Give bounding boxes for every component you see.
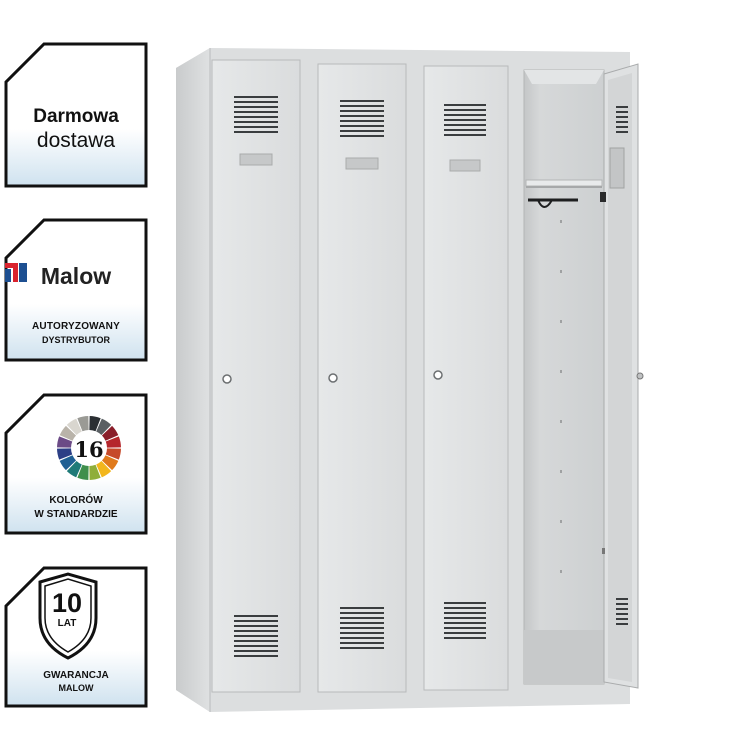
name-plate (345, 157, 379, 170)
malow-logo-icon (5, 263, 27, 282)
color-swatch (101, 455, 119, 471)
color-swatch (96, 460, 112, 478)
door-lock[interactable] (433, 370, 443, 380)
color-swatch (66, 460, 82, 478)
shield-icon (38, 572, 98, 660)
door-lock[interactable] (328, 373, 338, 383)
open-compartment (523, 69, 605, 685)
free-delivery-badge: Darmowa dostawa (4, 42, 148, 188)
locker-door-1[interactable] (211, 59, 301, 693)
color-swatch (59, 425, 77, 441)
locker-door-3[interactable] (423, 65, 509, 691)
color-swatch (59, 455, 77, 471)
badge-frame (4, 566, 148, 708)
door-handle[interactable] (636, 372, 644, 380)
colors-count: 16 (74, 437, 104, 462)
hat-shelf (525, 179, 603, 187)
locker-side-panel (176, 48, 210, 712)
color-swatch (57, 448, 73, 460)
warranty-badge: 10 LAT GWARANCJA MALOW (4, 566, 148, 708)
color-swatch (89, 416, 101, 432)
authorized-line-2: DYSTRYBUTOR (41, 335, 110, 345)
warranty-years: 10 (51, 588, 83, 618)
authorized-distributor-badge: Malow AUTORYZOWANY DYSTRYBUTOR (4, 218, 148, 362)
color-swatch (96, 418, 112, 436)
color-swatch (105, 436, 121, 448)
colors-line-1: KOLORÓW (49, 495, 103, 506)
warranty-unit: LAT (57, 618, 77, 629)
door-lock-mechanism (609, 147, 625, 189)
hanger-hook-icon (537, 199, 553, 208)
color-swatch (77, 416, 89, 432)
color-swatch (77, 464, 89, 480)
name-plate (449, 159, 481, 172)
name-plate (239, 153, 273, 166)
badge-frame (4, 218, 148, 362)
hinge (600, 192, 606, 202)
delivery-line-2: dostawa (36, 129, 116, 152)
color-wheel-icon (57, 416, 121, 480)
colors-line-2: W STANDARDZIE (34, 509, 118, 520)
colors-badge: 16 KOLORÓW W STANDARDZIE (4, 393, 148, 535)
badge-frame (4, 393, 148, 535)
color-swatch (101, 425, 119, 441)
metal-locker-image (176, 48, 644, 712)
warranty-line-2: MALOW (58, 683, 94, 693)
badge-frame (4, 42, 148, 188)
locker-door-2[interactable] (317, 63, 407, 693)
brand-row: Malow (4, 260, 148, 292)
delivery-line-1: Darmowa (33, 106, 119, 127)
door-lock[interactable] (222, 374, 232, 384)
color-swatch (89, 464, 101, 480)
brand-name: Malow (40, 262, 112, 289)
color-swatch (57, 436, 73, 448)
open-door[interactable] (600, 63, 644, 689)
authorized-line-1: AUTORYZOWANY (32, 321, 120, 332)
color-swatch (105, 448, 121, 460)
color-swatch (66, 418, 82, 436)
warranty-line-1: GWARANCJA (43, 670, 109, 681)
